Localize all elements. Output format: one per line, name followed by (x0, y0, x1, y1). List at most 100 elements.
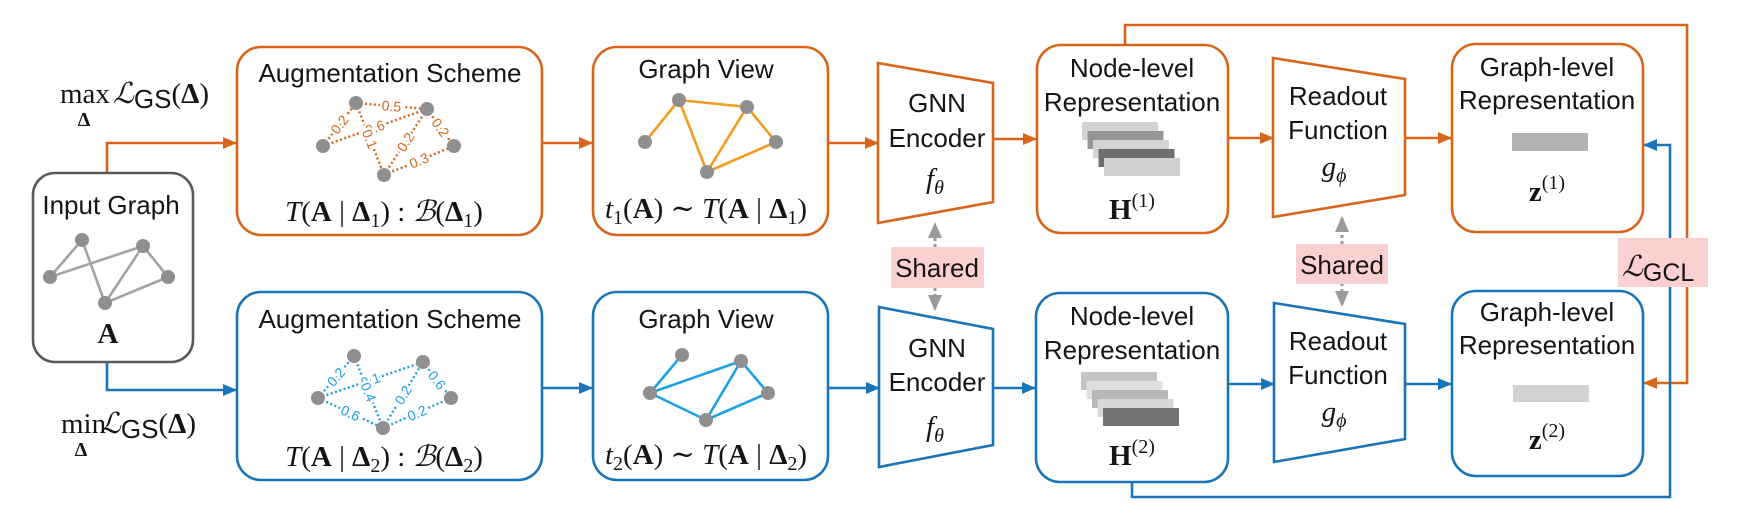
graph-repr-title-line1: Graph-level (1480, 52, 1614, 82)
svg-text:max: max (60, 78, 110, 110)
graph-node (447, 139, 461, 153)
node-repr-title-line1: Node-level (1070, 53, 1194, 83)
objective-min-label: min Δ ℒGS(Δ) (61, 408, 196, 461)
graph-level-representation-1: Graph-level Representation z(1) (1450, 42, 1645, 234)
readout-trapezoid (1272, 301, 1407, 464)
shared-label: Shared (895, 253, 979, 283)
graph-level-representation-2: Graph-level Representation z(2) (1450, 289, 1645, 478)
arrow-input-to-augmentation-1 (105, 137, 237, 173)
graph-node (638, 135, 652, 149)
graph-embedding-bar (1513, 385, 1589, 402)
readout-function-1: Readout Function gϕ (1271, 56, 1407, 219)
svg-text:ℒGS(Δ): ℒGS(Δ) (113, 78, 209, 114)
readout-symbol: gϕ (1322, 396, 1347, 432)
weighted-edge (381, 361, 425, 429)
input-graph-symbol: A (98, 318, 119, 350)
node-repr-symbol: H(1) (1109, 190, 1155, 226)
graph-edge (704, 391, 770, 422)
graph-node (740, 100, 754, 114)
encoder-trapezoid (877, 305, 995, 469)
loss-link-view-1-to-graph-repr-2 (1123, 23, 1689, 389)
weighted-edge (422, 361, 452, 399)
flow-arrows (105, 23, 1689, 499)
input-graph-drawing (43, 233, 175, 310)
graph-edge (648, 353, 684, 395)
graph-edge (705, 140, 778, 174)
augmentation-title: Augmentation Scheme (258, 58, 521, 88)
graph-view-2: Graph View t2(A) ∼ T(A | Δ2) (591, 290, 830, 482)
loss-symbol: ℒ (100, 408, 122, 440)
graph-node (316, 139, 330, 153)
graph-view-drawing (643, 348, 775, 427)
graph-node (161, 270, 175, 284)
loss-link-view-2-to-graph-repr-1 (1130, 139, 1672, 499)
weighted-edge (317, 360, 424, 400)
svg-text:ℒGS(Δ): ℒGS(Δ) (100, 408, 196, 444)
node-repr-title-line2: Representation (1044, 335, 1220, 365)
weighted-edge (426, 108, 455, 147)
graph-node (769, 135, 783, 149)
graph-repr-title-line2: Representation (1459, 330, 1635, 360)
loss-subscript: GS (134, 84, 172, 114)
graph-node (98, 296, 112, 310)
weighted-edge (352, 355, 385, 429)
loss-text: ℒGCL (1622, 251, 1694, 287)
node-repr-title-line2: Representation (1044, 87, 1220, 117)
readout-label-line2: Function (1288, 360, 1388, 390)
paren-open: ( (171, 78, 181, 110)
graph-node (136, 239, 150, 253)
node-feature-stack (1081, 372, 1179, 426)
graph-edge (677, 98, 749, 109)
graph-edge (704, 359, 743, 422)
graph-view-title: Graph View (638, 304, 774, 334)
graph-repr-title-line1: Graph-level (1480, 297, 1614, 327)
graph-view-formula: t1(A) ∼ T(A | Δ1) (605, 193, 807, 229)
augmentation-frame (235, 45, 544, 237)
node-level-representation-1: Node-level Representation H(1) (1035, 43, 1230, 235)
graph-node (700, 165, 714, 179)
feature-row (1104, 158, 1180, 176)
weighted-edge (322, 107, 428, 148)
node-level-representation-2: Node-level Representation H(2) (1034, 291, 1230, 484)
paren-close: ) (199, 78, 209, 110)
weighted-edge (317, 396, 384, 430)
graph-edge (643, 98, 681, 144)
encoder-label-line1: GNN (908, 333, 966, 363)
delta-symbol: Δ (181, 78, 199, 110)
paren-open: ( (158, 408, 168, 440)
node-feature-stack (1082, 122, 1180, 176)
graph-node (349, 96, 363, 110)
graph-repr-symbol: z(2) (1529, 420, 1565, 456)
augmentation-formula: T(A | Δ1) : ℬ(Δ1) (285, 196, 483, 232)
readout-label-line1: Readout (1289, 326, 1388, 356)
graph-node (416, 355, 430, 369)
graph-view-frame (591, 290, 830, 482)
graph-edge (648, 359, 743, 395)
objective-variable: Δ (78, 109, 91, 131)
objective-operator: min (61, 408, 107, 440)
graph-node (761, 386, 775, 400)
graph-embedding-bar (1512, 133, 1588, 151)
objective-operator: max (60, 78, 110, 110)
graph-edge (745, 105, 778, 144)
edge-weight-label: 0.5 (381, 97, 402, 115)
shared-encoder-indicator: Shared (891, 222, 984, 311)
weighted-edge (317, 355, 355, 399)
shared-badge (1296, 244, 1388, 284)
graph-node (377, 168, 391, 182)
graph-edge (48, 244, 145, 279)
gnn-encoder-2: GNN Encoder fθ (877, 305, 995, 469)
graph-node (699, 413, 713, 427)
weighted-edge (355, 101, 428, 111)
readout-symbol: gϕ (1322, 151, 1347, 187)
augmentation-frame (235, 290, 544, 482)
graph-view-frame (591, 45, 830, 237)
readout-label-line2: Function (1288, 115, 1388, 145)
weighted-edge (354, 102, 386, 176)
gnn-encoder-1: GNN Encoder fθ (876, 61, 995, 225)
augmentation-formula: T(A | Δ2) : ℬ(Δ2) (285, 441, 483, 477)
input-graph-box: Input Graph A (31, 171, 195, 364)
graph-node (43, 270, 57, 284)
shared-label: Shared (1300, 250, 1384, 280)
